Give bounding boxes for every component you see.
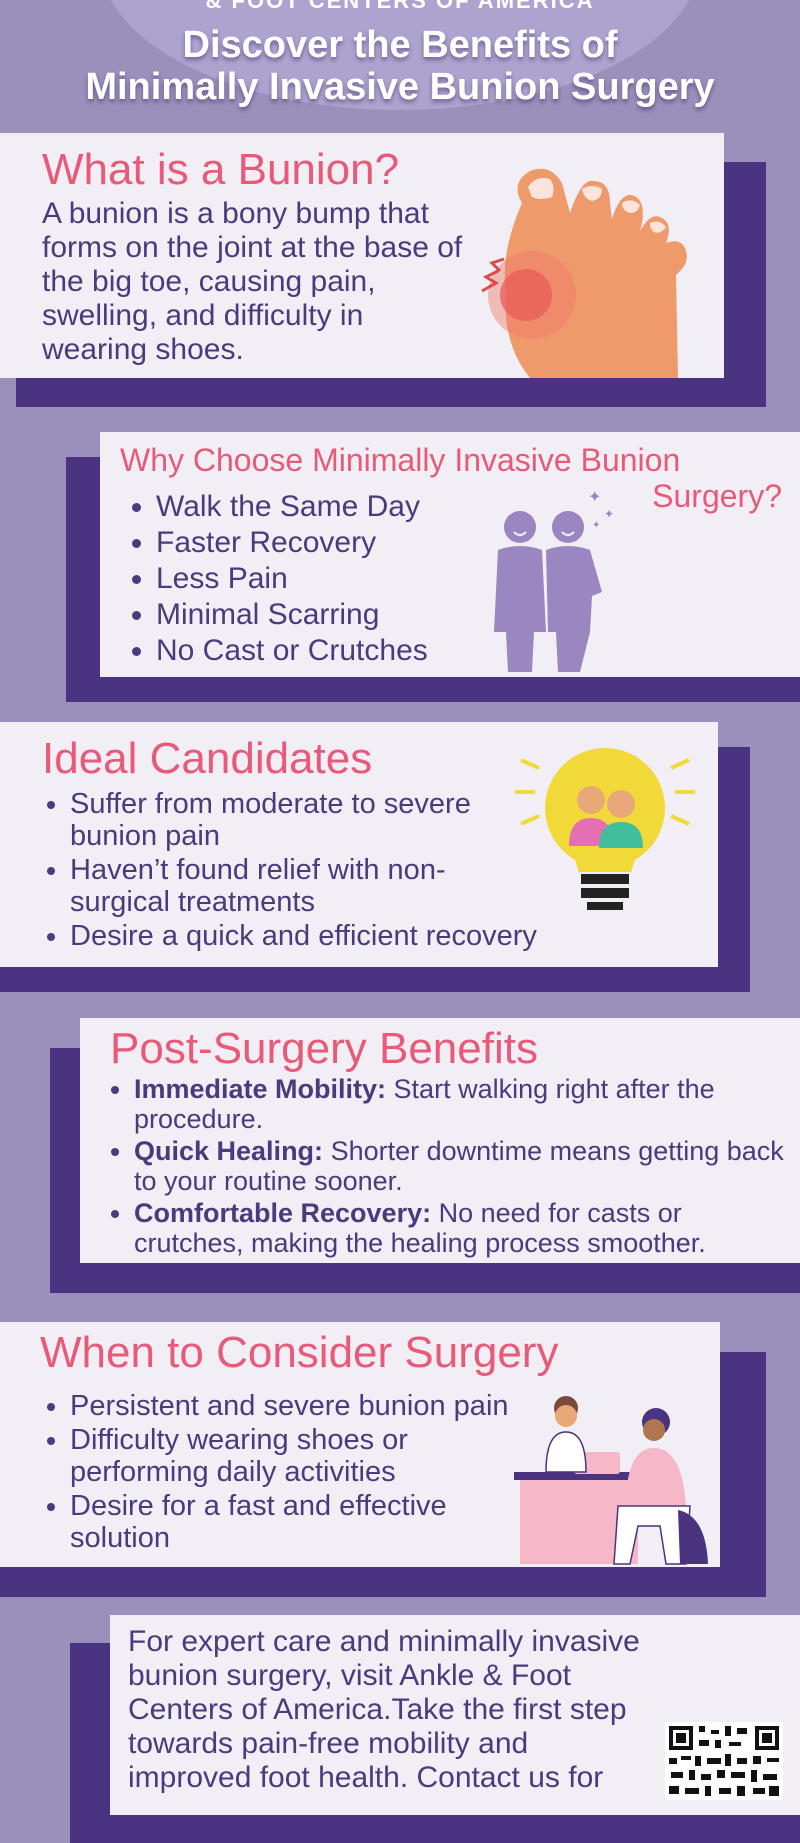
lightbulb-people-icon (515, 748, 695, 910)
happy-people-icon: ✦ ✦ ✦ (494, 489, 614, 672)
candidates-list: Suffer from moderate to severe bunion pa… (40, 788, 540, 954)
why-item: Walk the Same Day (156, 490, 428, 524)
benefit-label: Comfortable Recovery: (134, 1198, 432, 1228)
bunion-foot-illustration (481, 168, 687, 378)
what-card: What is a Bunion? A bunion is a bony bum… (0, 133, 724, 378)
candidates-item: Suffer from moderate to severe bunion pa… (70, 788, 540, 852)
consider-item: Persistent and severe bunion pain (70, 1390, 540, 1422)
benefits-card: Post-Surgery Benefits Immediate Mobility… (80, 1018, 800, 1263)
consider-card: When to Consider Surgery Persistent and … (0, 1322, 720, 1567)
candidates-heading: Ideal Candidates (42, 734, 373, 783)
why-heading: Why Choose Minimally Invasive Bunion Sur… (120, 442, 782, 514)
svg-text:✦: ✦ (592, 520, 600, 531)
what-heading: What is a Bunion? (42, 145, 400, 194)
doctor-consultation-illustration (514, 1396, 708, 1565)
benefits-heading: Post-Surgery Benefits (110, 1024, 538, 1073)
svg-text:✦: ✦ (588, 489, 601, 506)
consider-heading: When to Consider Surgery (40, 1328, 559, 1377)
candidates-item: Haven’t found relief with non-surgical t… (70, 854, 540, 918)
cta-card: For expert care and minimally invasive b… (110, 1615, 800, 1815)
consider-item: Desire for a fast and effective solution (70, 1490, 540, 1554)
page-title: Discover the Benefits of Minimally Invas… (0, 24, 800, 108)
why-item: Minimal Scarring (156, 598, 428, 632)
why-item: Less Pain (156, 562, 428, 596)
candidates-item: Desire a quick and efficient recovery (70, 920, 540, 952)
svg-text:✦: ✦ (604, 507, 614, 521)
cta-text: For expert care and minimally invasive b… (128, 1625, 640, 1794)
consider-item: Difficulty wearing shoes or performing d… (70, 1424, 540, 1488)
benefit-label: Immediate Mobility: (134, 1074, 387, 1104)
benefit-text: Shorter downtime means getting back to y… (134, 1136, 784, 1196)
qr-code[interactable] (665, 1722, 783, 1800)
why-item: No Cast or Crutches (156, 634, 428, 668)
why-item: Faster Recovery (156, 526, 428, 560)
benefits-item: Immediate Mobility: Start walking right … (134, 1074, 794, 1134)
benefits-item: Quick Healing: Shorter downtime means ge… (134, 1136, 794, 1196)
benefit-text: Start walking right after the procedure. (134, 1074, 715, 1134)
why-list: Walk the Same Day Faster Recovery Less P… (126, 490, 428, 670)
why-heading-line-1: Why Choose Minimally Invasive Bunion (120, 442, 681, 478)
candidates-card: Ideal Candidates Suffer from moderate to… (0, 722, 718, 967)
why-heading-line-2: Surgery? (652, 478, 782, 514)
title-line-1: Discover the Benefits of (182, 24, 618, 66)
benefits-item: Comfortable Recovery: No need for casts … (134, 1198, 794, 1258)
brand-name: & FOOT CENTERS OF AMERICA (205, 0, 595, 13)
benefit-text: No need for casts or crutches, making th… (134, 1198, 706, 1258)
benefit-label: Quick Healing: (134, 1136, 324, 1166)
benefits-list: Immediate Mobility: Start walking right … (104, 1074, 794, 1260)
what-text: A bunion is a bony bump that forms on th… (42, 197, 463, 366)
why-card: Why Choose Minimally Invasive Bunion Sur… (100, 432, 800, 677)
title-line-2: Minimally Invasive Bunion Surgery (85, 66, 715, 108)
consider-list: Persistent and severe bunion pain Diffic… (40, 1390, 540, 1556)
